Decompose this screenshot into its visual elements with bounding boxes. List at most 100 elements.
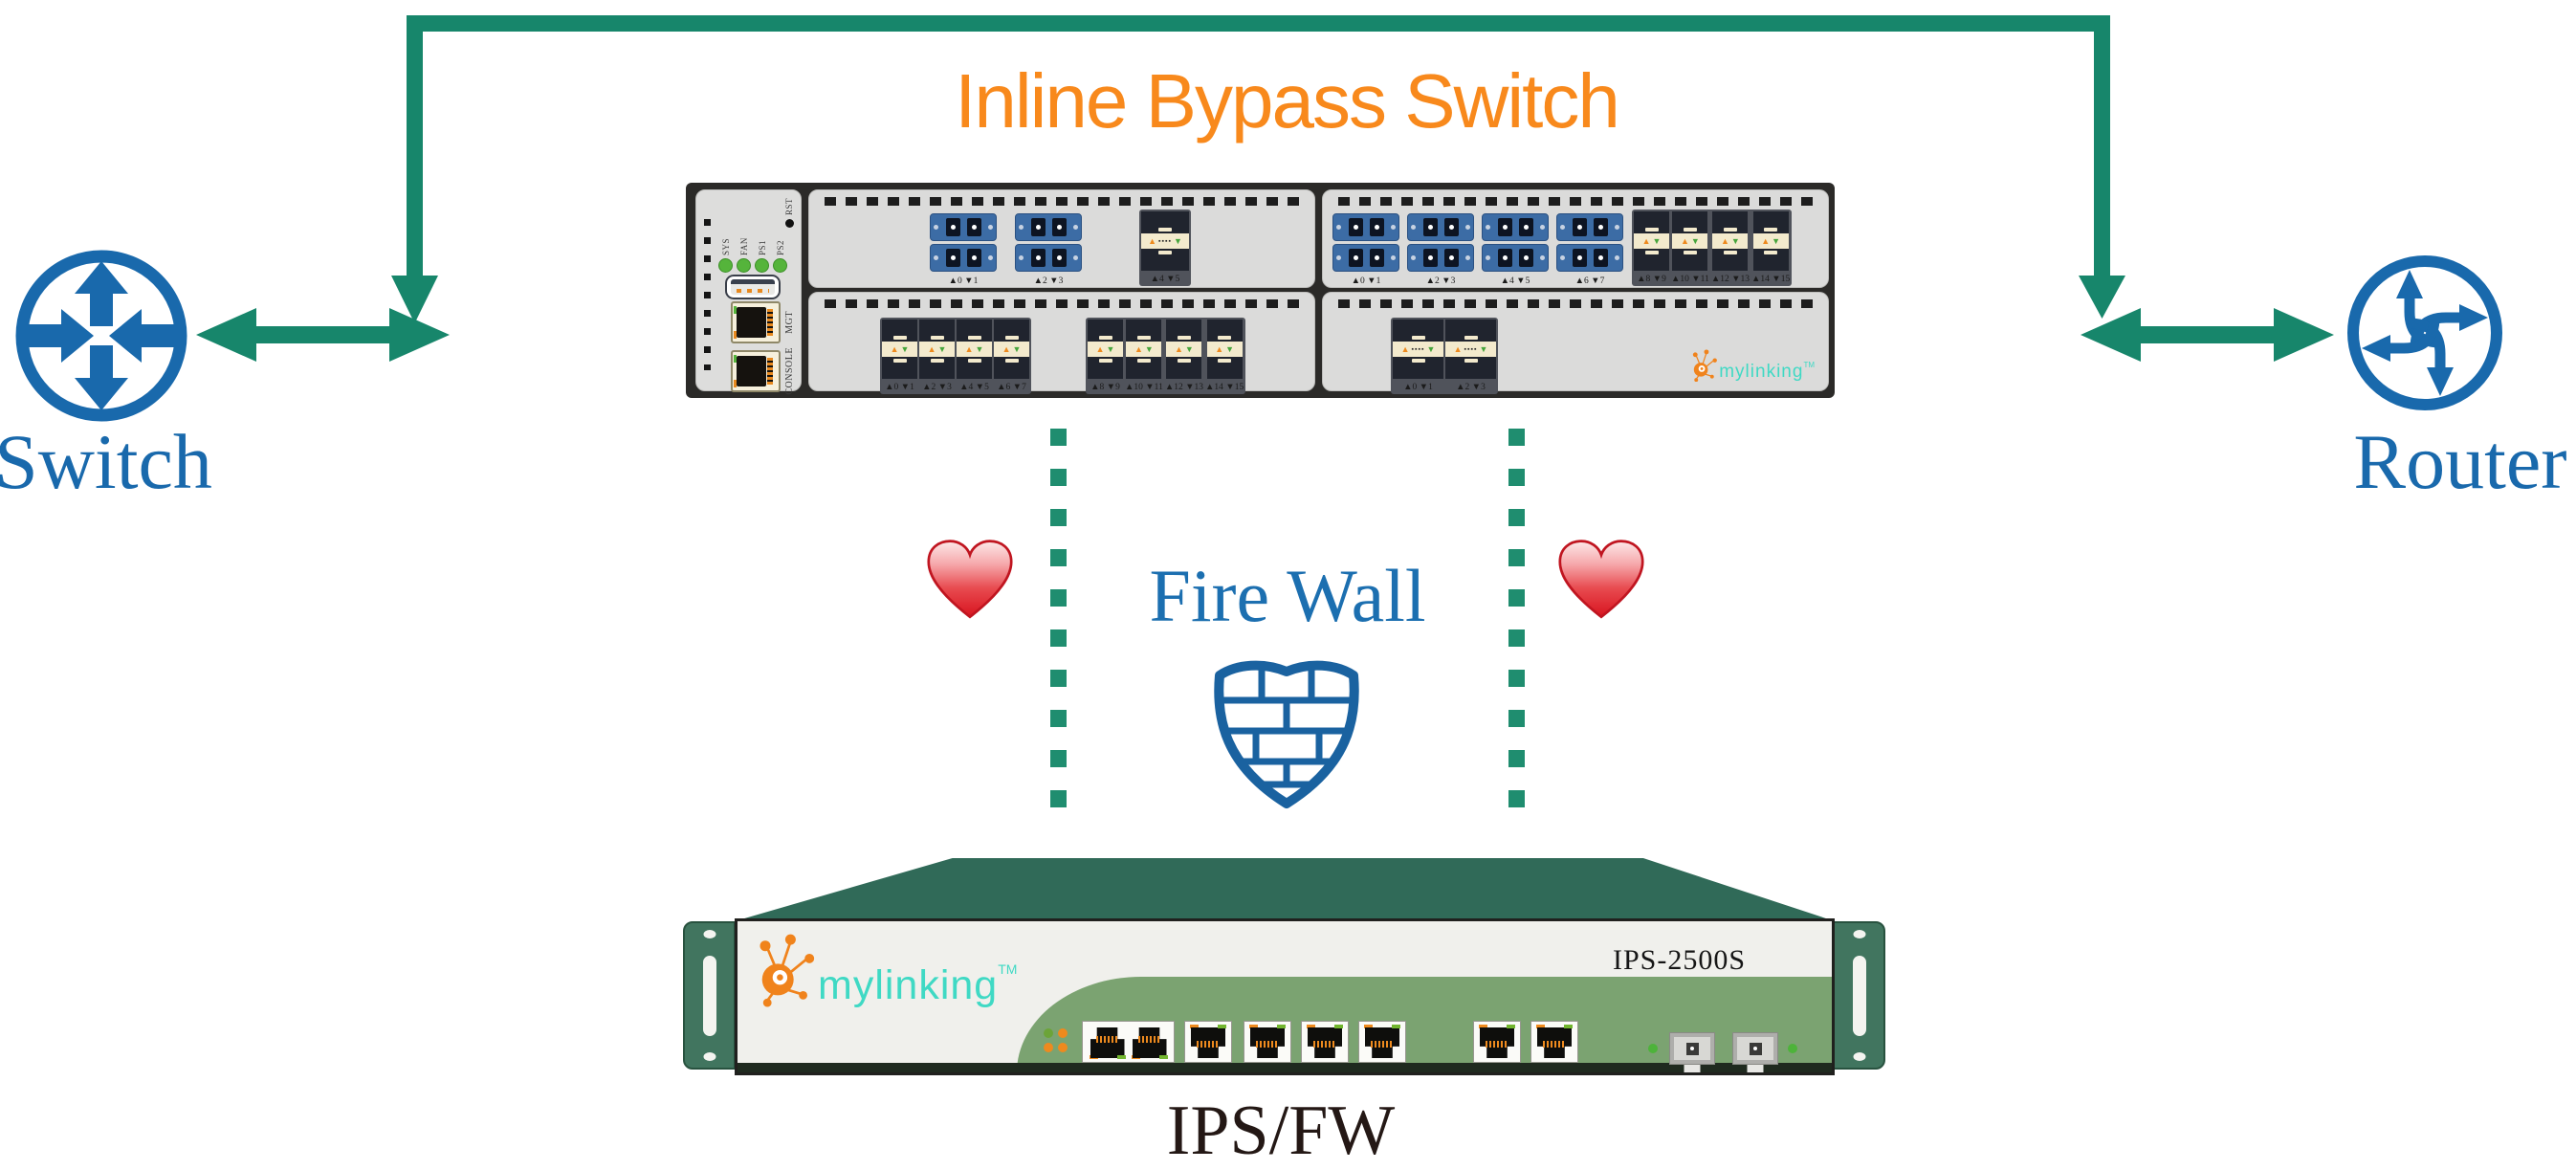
sfp-cage[interactable]: ▲ ▼ <box>882 320 917 379</box>
lc-fiber-pair[interactable]: ▲6 ▼7 <box>1556 213 1623 286</box>
module-bottom-right: ▲ ▪▪▪▪ ▼ ▲0 ▼1 ▲ ▪▪▪▪ ▼ ▲2 <box>1322 292 1829 394</box>
port-label: ▲0 ▼1 <box>885 383 914 392</box>
rj45-port[interactable] <box>1184 1021 1232 1063</box>
mgt-port-row: MGT <box>731 301 795 343</box>
sfp-cage[interactable]: ▲ ▼ <box>1672 211 1708 271</box>
sfp-cage[interactable]: ▲ ▼ <box>1752 211 1789 271</box>
usb-port[interactable] <box>725 275 781 299</box>
brand-name: mylinking <box>818 962 999 1008</box>
led-dot <box>755 258 769 273</box>
led-dot <box>718 258 733 273</box>
vent-row <box>825 197 1299 206</box>
firewall-label: Fire Wall <box>1149 554 1426 637</box>
lc-fiber-pair[interactable]: ▲2 ▼3 <box>1407 213 1474 286</box>
sfp-slot[interactable]: ▲ ▪▪▪▪ ▼ ▲4 ▼5 <box>1139 210 1191 286</box>
led-dot <box>737 258 751 273</box>
sfp-cage[interactable]: ▲ ▼ <box>919 320 955 379</box>
rj45-port[interactable] <box>1473 1021 1521 1063</box>
port-label: ▲4 ▼5 <box>1150 275 1180 284</box>
rj45-port[interactable] <box>1358 1021 1406 1063</box>
sfp-cage[interactable]: ▲ ▼ <box>1166 320 1202 379</box>
sfp-cage[interactable]: ▲ ▼ <box>1206 320 1243 379</box>
mylinking-logo-icon <box>1693 349 1718 383</box>
port-label: ▲10 ▼11 <box>1125 383 1163 392</box>
status-leds: SYS FAN PS1 PS2 <box>718 223 787 273</box>
status-led: FAN <box>737 223 751 273</box>
bypass-top-link <box>196 15 2334 362</box>
sfp-cage[interactable]: ▲ ▼ <box>1634 211 1669 271</box>
control-panel: RST SYS FAN PS1 PS2 <box>695 189 802 395</box>
brand-tm: TM <box>1803 361 1815 369</box>
status-led: PS2 <box>773 223 787 273</box>
mgt-port[interactable] <box>731 301 781 343</box>
status-led: PS1 <box>755 223 769 273</box>
vent-row <box>1338 299 1813 308</box>
sfp-cage[interactable]: ▲ ▼ <box>1126 320 1162 379</box>
ips-bottom-strip <box>738 1063 1832 1072</box>
rj45-dual-module[interactable] <box>1082 1021 1175 1063</box>
port-label: ▲0 ▼1 <box>948 276 979 286</box>
led-label: PS1 <box>757 239 767 255</box>
router-icon <box>2347 255 2502 410</box>
mgt-label: MGT <box>784 311 795 334</box>
led-label: PS2 <box>775 239 785 255</box>
diagram-title: Inline Bypass Switch <box>955 58 1620 143</box>
lc-fiber-pair[interactable]: ▲2 ▼3 <box>1015 213 1082 286</box>
brand-name: mylinking <box>1719 362 1804 382</box>
module-top-right: ▲0 ▼1 ▲2 ▼3 ▲4 ▼5 ▲6 ▼7 <box>1322 189 1829 288</box>
port-label: ▲4 ▼5 <box>1500 276 1530 286</box>
led-label: FAN <box>738 237 749 255</box>
led-label: SYS <box>720 237 731 255</box>
sfp-cage[interactable]: ▲ ▼ <box>1712 211 1749 271</box>
brand-tm: TM <box>998 961 1018 977</box>
router-label: Router <box>2353 418 2567 505</box>
port-label: ▲10 ▼11 <box>1671 275 1709 284</box>
reset-label: RST <box>784 198 794 216</box>
port-label: ▲12 ▼13 <box>1164 383 1204 392</box>
port-label: ▲2 ▼3 <box>922 383 952 392</box>
rj45-port[interactable] <box>1301 1021 1349 1063</box>
port-label: ▲6 ▼7 <box>997 383 1026 392</box>
fiber-module[interactable] <box>1732 1032 1778 1072</box>
module-bottom-left: ▲ ▼ ▲0 ▼1 ▲ ▼ ▲2 ▼3 <box>808 292 1315 394</box>
sfp-cage-group: ▲ ▼ ▲8 ▼9 ▲ ▼ ▲10 ▼11 <box>1086 318 1246 394</box>
reset-button[interactable]: RST <box>784 198 794 229</box>
port-label: ▲2 ▼3 <box>1033 276 1064 286</box>
switch-icon <box>15 250 187 422</box>
module-top-left: ▲0 ▼1 ▲2 ▼3 ▲ ▪▪▪▪ ▼ ▲4 ▼5 <box>808 189 1315 288</box>
port-label: ▲4 ▼5 <box>959 383 989 392</box>
sfp-cage-group: ▲ ▼ ▲0 ▼1 ▲ ▼ ▲2 ▼3 <box>880 318 1031 394</box>
ips-status-leds <box>1044 1028 1068 1052</box>
ips-chassis-top <box>735 858 1835 921</box>
console-port[interactable] <box>731 349 781 392</box>
ips-model-label: IPS-2500S <box>1613 944 1747 976</box>
port-label: ▲2 ▼3 <box>1456 383 1486 392</box>
port-label: ▲0 ▼1 <box>1403 383 1433 392</box>
lc-fiber-pair[interactable]: ▲0 ▼1 <box>930 213 997 286</box>
status-led: SYS <box>718 223 733 273</box>
vent-holes <box>704 219 711 370</box>
lc-fiber-pair[interactable]: ▲0 ▼1 <box>1332 213 1399 286</box>
qsfp-cage-group: ▲ ▪▪▪▪ ▼ ▲0 ▼1 ▲ ▪▪▪▪ ▼ ▲2 <box>1391 318 1498 394</box>
port-label: ▲0 ▼1 <box>1351 276 1381 286</box>
switch-label: Switch <box>0 418 212 505</box>
reset-dot[interactable] <box>784 219 794 229</box>
fiber-module[interactable] <box>1669 1032 1715 1072</box>
console-port-row: CONSOLE <box>731 347 795 395</box>
fiber-led <box>1648 1044 1658 1053</box>
console-label: CONSOLE <box>784 347 795 395</box>
sfp-cage[interactable]: ▲ ▪▪▪▪ ▼ <box>1141 211 1189 271</box>
sfp-cage[interactable]: ▲ ▼ <box>957 320 992 379</box>
sfp-cage[interactable]: ▲ ▼ <box>994 320 1029 379</box>
rack-ear-right <box>1833 921 1885 1070</box>
port-label: ▲2 ▼3 <box>1425 276 1456 286</box>
qsfp-cage[interactable]: ▲ ▪▪▪▪ ▼ <box>1393 320 1443 379</box>
port-label: ▲8 ▼9 <box>1637 275 1666 284</box>
rj45-port[interactable] <box>1530 1021 1578 1063</box>
rj45-port[interactable] <box>1244 1021 1291 1063</box>
sfp-cage[interactable]: ▲ ▼ <box>1088 320 1123 379</box>
qsfp-cage[interactable]: ▲ ▪▪▪▪ ▼ <box>1445 320 1496 379</box>
lc-fiber-pair[interactable]: ▲4 ▼5 <box>1482 213 1549 286</box>
port-label: ▲8 ▼9 <box>1090 383 1120 392</box>
